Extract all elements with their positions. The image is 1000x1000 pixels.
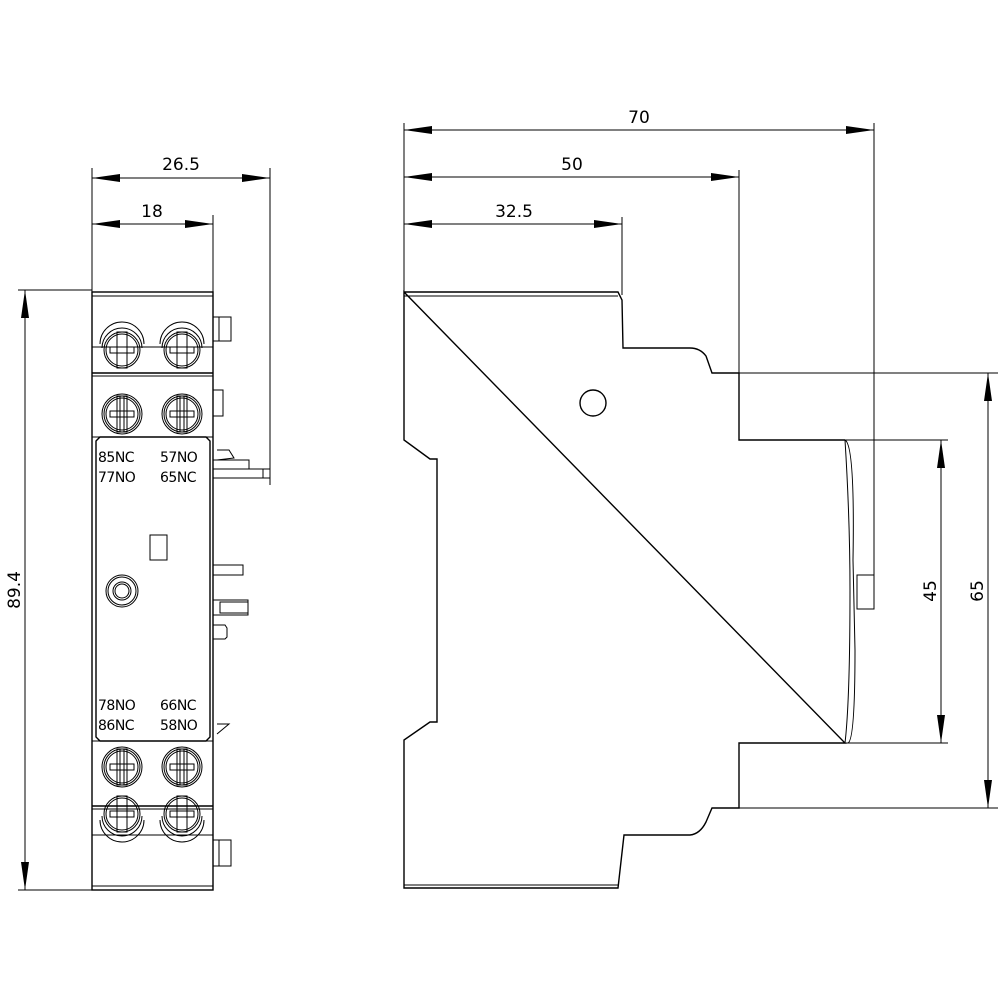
dimension-width-body: 18 (92, 202, 214, 292)
dim-label-65: 65 (968, 580, 988, 602)
dimension-depth-total: 70 (403, 108, 875, 580)
side-view: 70 50 32.5 (403, 108, 998, 889)
dim-label-45: 45 (921, 580, 941, 602)
terminal-screw (101, 393, 143, 435)
dim-label-32-5: 32.5 (495, 202, 533, 222)
dim-label-89-4: 89.4 (5, 571, 25, 609)
terminal-label: 65NC (160, 470, 197, 486)
terminal-screw (159, 321, 205, 369)
test-button (105, 574, 139, 608)
terminal-label: 78NO (98, 698, 136, 714)
front-view: 26.5 18 89.4 (5, 155, 271, 891)
terminal-label: 66NC (160, 698, 197, 714)
terminal-screw (161, 746, 203, 788)
front-face (844, 439, 856, 744)
front-tab (856, 574, 875, 610)
dimension-height: 89.4 (5, 289, 92, 891)
terminal-label: 77NO (98, 470, 136, 486)
dimension-depth-mid: 50 (404, 155, 740, 440)
front-body-outline (91, 291, 214, 891)
terminal-label: 86NC (98, 718, 135, 734)
dimension-height-step: 65 (968, 373, 992, 808)
dim-label-18: 18 (141, 202, 163, 222)
dim-label-50: 50 (561, 155, 583, 175)
terminal-label: 57NO (160, 450, 198, 466)
terminal-screw (101, 746, 143, 788)
terminal-screw (161, 393, 203, 435)
dimension-height-rail: 45 (921, 440, 945, 743)
mounting-hole (579, 389, 607, 417)
indicator-window (149, 534, 168, 561)
terminal-label: 58NO (160, 718, 198, 734)
dimension-width-total: 26.5 (91, 155, 271, 485)
dim-label-70: 70 (628, 108, 650, 128)
dim-label-26-5: 26.5 (162, 155, 200, 175)
terminal-screw (99, 321, 145, 369)
side-profile-outline (403, 290, 847, 889)
terminal-label: 85NC (98, 450, 135, 466)
dimension-depth-front: 32.5 (404, 202, 623, 295)
